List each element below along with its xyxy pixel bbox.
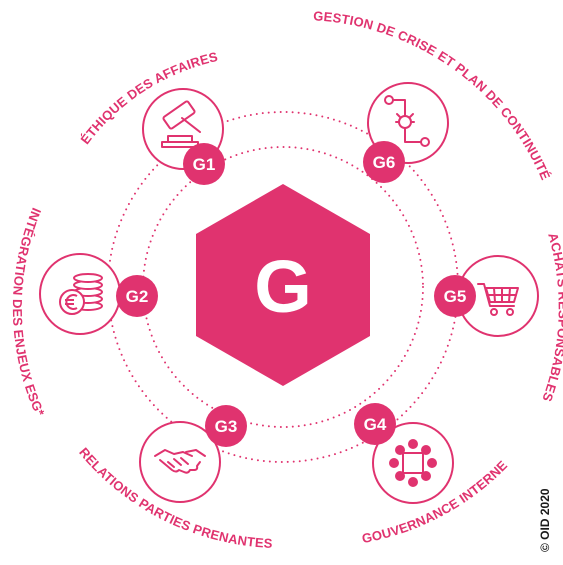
center-hexagon [196, 184, 370, 386]
theme-g2-label: INTÉGRATION DES ENJEUX ESG* [10, 206, 48, 419]
theme-g3: G3 RELATIONS PARTIES PRENANTES [76, 405, 273, 551]
theme-g6-code: G6 [373, 153, 396, 172]
theme-g2-code: G2 [126, 287, 149, 306]
theme-g4: G4 GOUVERNANCE INTERNE [354, 403, 510, 546]
theme-g6: G6 GESTION DE CRISE ET PLAN DE CONTINUIT… [313, 8, 553, 183]
theme-g5: G5 ACHATS RESPONSABLES [434, 231, 563, 404]
center-letter: G [254, 245, 312, 328]
theme-g4-icon-circle [372, 422, 454, 504]
theme-g2-badge [116, 275, 158, 317]
theme-g5-label: ACHATS RESPONSABLES [539, 231, 563, 404]
theme-g4-badge [354, 403, 396, 445]
theme-g3-badge [205, 405, 247, 447]
theme-g1-code: G1 [193, 155, 216, 174]
theme-g1: G1 ÉTHIQUE DES AFFAIRES [78, 49, 225, 185]
theme-g4-code: G4 [364, 415, 387, 434]
theme-g3-code: G3 [215, 417, 238, 436]
euro-coins-icon [59, 273, 103, 315]
svg-text:ACHATS RESPONSABLES: ACHATS RESPONSABLES [539, 231, 563, 404]
theme-g3-icon-circle [139, 421, 221, 503]
meeting-table-icon [389, 439, 437, 487]
inner-dotted-ring [142, 146, 424, 428]
svg-text:INTÉGRATION DES ENJEUX ESG*: INTÉGRATION DES ENJEUX ESG* [10, 206, 48, 419]
handshake-icon [154, 449, 206, 474]
theme-g5-badge [434, 275, 476, 317]
theme-g1-badge [183, 143, 225, 185]
copyright-text: © OID 2020 [538, 488, 552, 552]
crisis-circuit-icon [384, 95, 430, 147]
theme-g5-code: G5 [444, 287, 467, 306]
shopping-cart-icon [477, 283, 519, 316]
theme-g2: G2 INTÉGRATION DES ENJEUX ESG* [10, 206, 158, 419]
theme-g6-badge [363, 141, 405, 183]
